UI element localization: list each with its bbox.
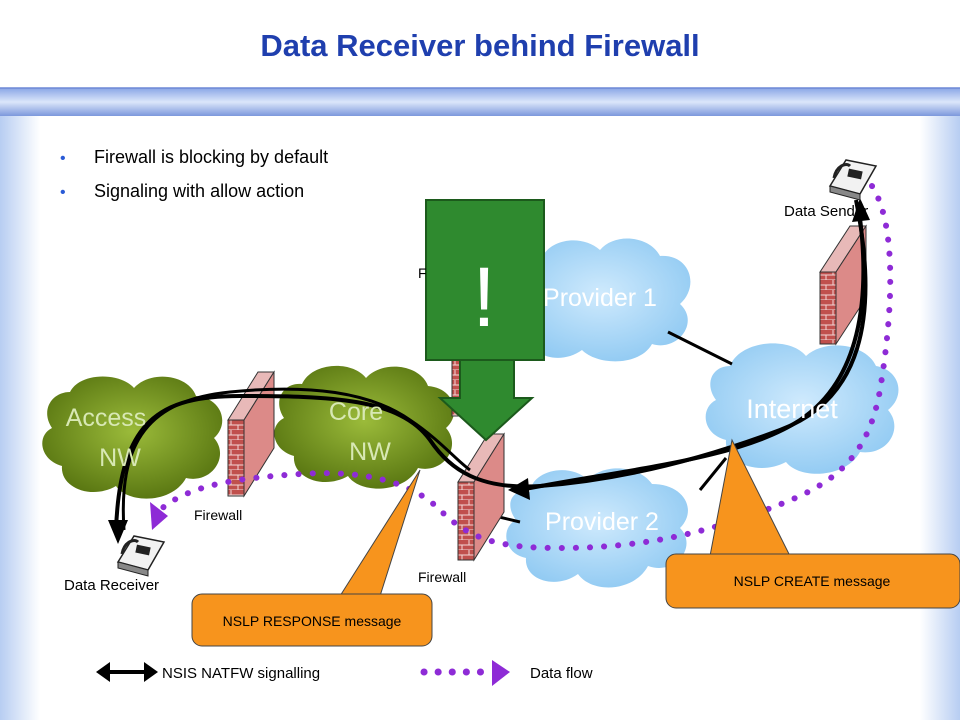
- bullet-text: Signaling with allow action: [94, 181, 305, 201]
- cloud-core-nw: [274, 365, 455, 489]
- cloud-core-label-line2: NW: [349, 438, 391, 466]
- alert-warning-icon: [425, 199, 545, 442]
- data-sender-label: Data Sender: [784, 203, 868, 220]
- data-flow-arrowhead: [150, 502, 168, 530]
- bullet-list: • Firewall is blocking by default • Signal…: [60, 142, 328, 210]
- callout-response: [191, 469, 433, 647]
- bullet-dot-icon: •: [60, 184, 66, 201]
- legend-data-flow-label: Data flow: [530, 665, 593, 682]
- bullet-dot-icon: •: [60, 150, 66, 167]
- callout-response-text: NSLP RESPONSE message: [223, 613, 402, 629]
- right-edge-gradient: [920, 90, 960, 720]
- phone-receiver-icon: [116, 535, 166, 577]
- firewall-middle: [457, 432, 505, 562]
- cloud-provider-1: [511, 238, 691, 362]
- cloud-internet-label: Internet: [746, 394, 838, 424]
- callout-create-text: NSLP CREATE message: [734, 573, 891, 589]
- data-flow-path: [157, 183, 894, 552]
- bullet-item: • Firewall is blocking by default: [60, 142, 328, 176]
- header-bar: [0, 88, 960, 116]
- bullet-item: • Signaling with allow action: [60, 176, 328, 210]
- signalling-path-response: [121, 387, 471, 531]
- firewall-sender: [819, 224, 867, 346]
- phone-sender-icon: [828, 159, 878, 201]
- slide-title: Data Receiver behind Firewall: [260, 28, 700, 63]
- cloud-access-nw: [42, 376, 223, 499]
- firewall-middle-label: Firewall: [418, 569, 466, 585]
- cloud-provider1-label: Provider 1: [543, 284, 657, 312]
- alert-symbol: !: [472, 250, 495, 344]
- cloud-provider-2: [506, 468, 688, 588]
- firewall-hidden-label: F: [418, 265, 427, 281]
- left-edge-gradient: [0, 90, 40, 720]
- cloud-provider2-label: Provider 2: [545, 508, 659, 536]
- cloud-core-label-line1: Core: [329, 398, 383, 426]
- link-internet-provider2: [698, 457, 728, 491]
- cloud-access-label-line2: NW: [99, 444, 141, 472]
- legend-data-flow: [420, 660, 510, 686]
- link-provider1-internet: [667, 330, 733, 366]
- firewall-left-label: Firewall: [194, 507, 242, 523]
- bullet-text: Firewall is blocking by default: [94, 147, 329, 167]
- legend-signalling-label: NSIS NATFW signalling: [162, 665, 320, 682]
- legend-signalling: [96, 662, 158, 682]
- callout-create: [665, 438, 960, 609]
- signalling-path-main: [114, 199, 868, 531]
- data-receiver-label: Data Receiver: [64, 577, 159, 594]
- cloud-access-label-line1: Access: [66, 404, 147, 432]
